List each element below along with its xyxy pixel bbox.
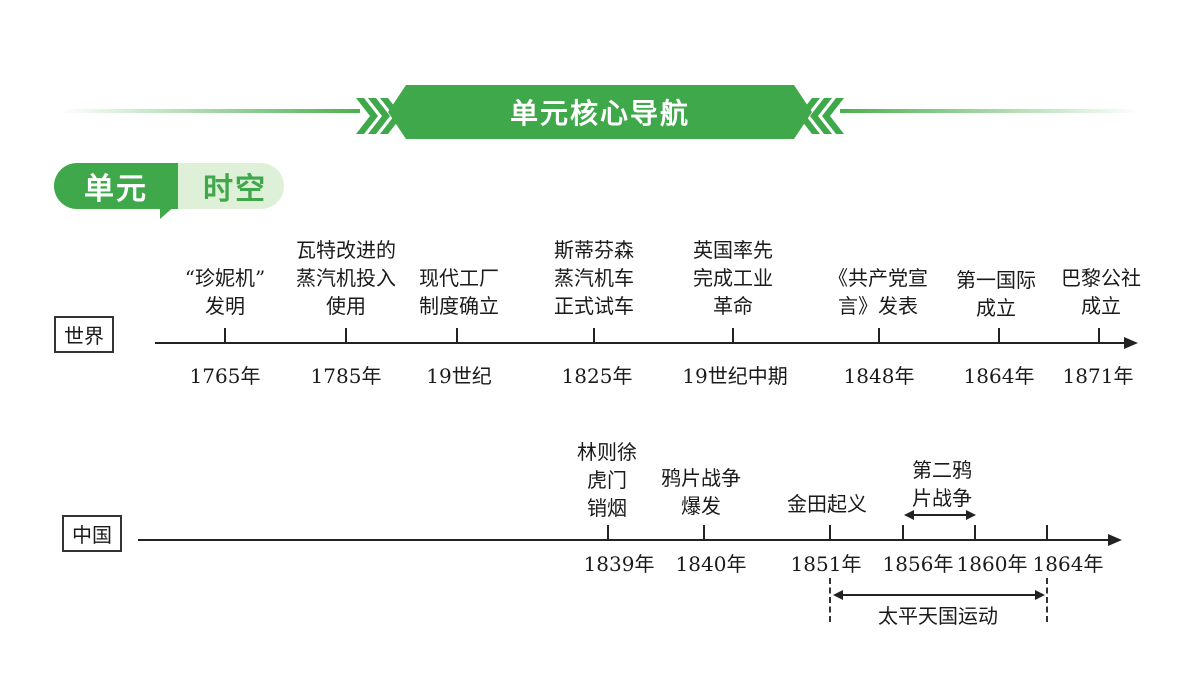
world-year-1785: 1785年	[310, 364, 382, 388]
taiping-dash-left	[829, 578, 831, 622]
china-year-1864: 1864年	[1032, 552, 1104, 576]
span-arrow-left-taiping	[833, 590, 843, 600]
world-event-watt-engine: 瓦特改进的 蒸汽机投入 使用	[296, 238, 396, 318]
china-tick-1860	[974, 525, 976, 539]
china-year-1840: 1840年	[675, 552, 747, 576]
span-label-taiping: 太平天国运动	[878, 604, 998, 628]
banner-right-line	[840, 109, 1140, 113]
china-axis	[138, 539, 1110, 541]
world-tick-1765	[224, 328, 226, 342]
world-event-britain-industrial: 英国率先 完成工业 革命	[693, 238, 773, 318]
world-tick-1871	[1098, 328, 1100, 342]
span-arrow-right-second-opium-war	[966, 510, 976, 520]
china-tick-1840	[703, 525, 705, 539]
china-tick-1856	[902, 525, 904, 539]
world-year-1871: 1871年	[1062, 364, 1134, 388]
world-label: 世界	[54, 316, 114, 353]
world-tick-1785	[345, 328, 347, 342]
world-event-spinning-jenny: “珍妮机” 发明	[184, 266, 266, 318]
world-event-communist-manifesto: 《共产党宣 言》发表	[828, 266, 928, 318]
banner-left-line	[60, 109, 360, 113]
world-year-1864: 1864年	[963, 364, 1035, 388]
span-label-second-opium-war: 第二鸦 片战争	[912, 458, 972, 510]
span-arrow-left-second-opium-war	[904, 510, 914, 520]
world-axis-arrow	[1124, 337, 1138, 349]
china-event-humen: 林则徐 虎门 销烟	[577, 440, 637, 520]
span-line-second-opium-war	[912, 514, 966, 516]
china-event-jintian: 金田起义	[787, 492, 867, 516]
china-event-opium-war: 鸦片战争 爆发	[661, 466, 741, 518]
world-tick-19c	[456, 328, 458, 342]
world-event-paris-commune: 巴黎公社 成立	[1061, 266, 1141, 318]
china-label: 中国	[62, 515, 122, 552]
badge-left-text: 单元	[84, 172, 148, 207]
world-year-19c-mid: 19世纪中期	[682, 364, 788, 388]
china-tick-1839	[607, 525, 609, 539]
world-tick-1848	[878, 328, 880, 342]
world-tick-1864	[998, 328, 1000, 342]
span-line-taiping	[841, 594, 1035, 596]
world-year-1848: 1848年	[843, 364, 915, 388]
world-event-first-international: 第一国际 成立	[956, 268, 1036, 320]
badge-left: 单元	[54, 163, 178, 209]
world-event-factory-system: 现代工厂 制度确立	[419, 266, 499, 318]
badge-right: 时空	[172, 163, 284, 209]
china-year-1856: 1856年	[882, 552, 954, 576]
world-year-1825: 1825年	[561, 364, 633, 388]
world-event-stephenson: 斯蒂芬森 蒸汽机车 正式试车	[554, 238, 634, 318]
world-tick-19c-mid	[732, 328, 734, 342]
china-year-1851: 1851年	[790, 552, 862, 576]
world-axis	[155, 342, 1127, 344]
span-arrow-right-taiping	[1035, 590, 1045, 600]
china-year-1860: 1860年	[956, 552, 1028, 576]
banner-title: 单元核心导航	[509, 97, 690, 130]
world-tick-1825	[593, 328, 595, 342]
china-tick-1864	[1046, 525, 1048, 539]
world-year-1765: 1765年	[189, 364, 261, 388]
china-axis-arrow	[1108, 534, 1122, 546]
world-year-19c: 19世纪	[426, 364, 492, 388]
badge-tail	[160, 205, 176, 219]
china-tick-1851	[829, 525, 831, 539]
china-year-1839: 1839年	[583, 552, 655, 576]
taiping-dash-right	[1046, 578, 1048, 622]
section-banner: 单元核心导航	[388, 85, 812, 139]
badge-right-text: 时空	[203, 172, 267, 207]
